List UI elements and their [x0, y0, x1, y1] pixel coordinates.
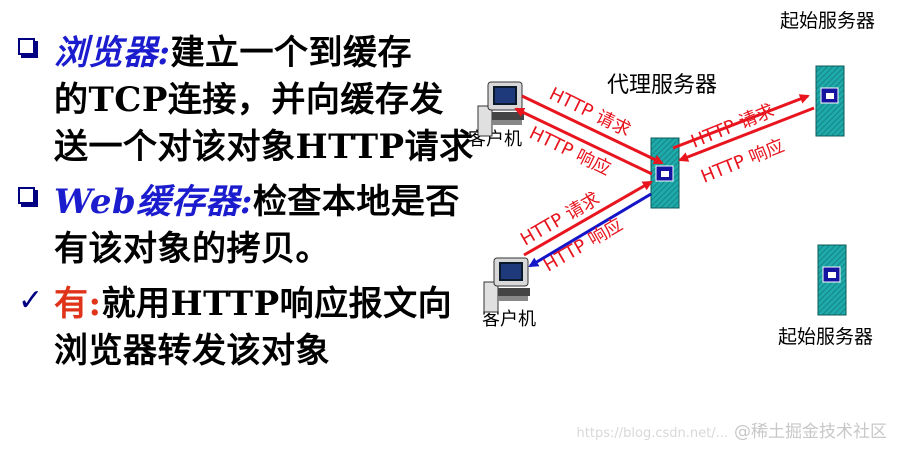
bullet-line: 的TCP连接，并向缓存发 — [54, 80, 444, 120]
origin-server-label-bottom: 起始服务器 — [778, 326, 873, 348]
response-arrow — [678, 106, 815, 162]
client-label-bottom: 客户机 — [482, 309, 536, 330]
response-arrow — [528, 192, 652, 268]
bullet-line: 有该对象的拷贝。 — [54, 229, 330, 269]
client-computer-icon — [477, 81, 524, 137]
bullet-line: 浏览器:建立一个到缓存 — [54, 33, 413, 73]
server-icon — [650, 137, 680, 209]
server-icon — [817, 244, 847, 316]
bullet-line: 送一个对该对象HTTP请求 — [54, 127, 474, 167]
watermark: https://blog.csdn.net/...@稀土掘金技术社区 — [576, 422, 887, 442]
origin-server-label-top: 起始服务器 — [780, 10, 875, 32]
checkmark-icon: ✓ — [18, 283, 44, 318]
client-computer-icon — [483, 257, 530, 313]
response-arrow — [514, 107, 653, 176]
bullet-line: Web缓存器:检查本地是否 — [54, 182, 460, 222]
request-arrow — [672, 94, 810, 150]
request-arrow — [523, 180, 653, 257]
client-label-top: 客户机 — [468, 129, 522, 150]
server-icon — [815, 65, 845, 137]
bullet-item-web-cache: Web缓存器:检查本地是否 有该对象的拷贝。 — [18, 179, 460, 273]
checkbox-square-icon — [18, 187, 35, 204]
bullet-keyword: 浏览器: — [54, 33, 171, 73]
bullet-line: 有:就用HTTP响应报文向 — [54, 284, 453, 324]
bullet-list: 浏览器:建立一个到缓存 的TCP连接，并向缓存发 送一个对该对象HTTP请求 W… — [18, 30, 474, 383]
arrow-label-response: HTTP 响应 — [526, 123, 614, 180]
proxy-server-label: 代理服务器 — [607, 73, 717, 98]
bullet-item-yes: ✓ 有:就用HTTP响应报文向 浏览器转发该对象 — [18, 281, 453, 375]
request-arrow — [521, 94, 664, 165]
bullet-item-browser: 浏览器:建立一个到缓存 的TCP连接，并向缓存发 送一个对该对象HTTP请求 — [18, 30, 474, 171]
bullet-keyword: Web缓存器: — [54, 182, 253, 222]
bullet-keyword: 有: — [54, 284, 102, 324]
checkbox-square-icon — [18, 38, 35, 55]
bullet-line: 浏览器转发该对象 — [54, 331, 330, 371]
